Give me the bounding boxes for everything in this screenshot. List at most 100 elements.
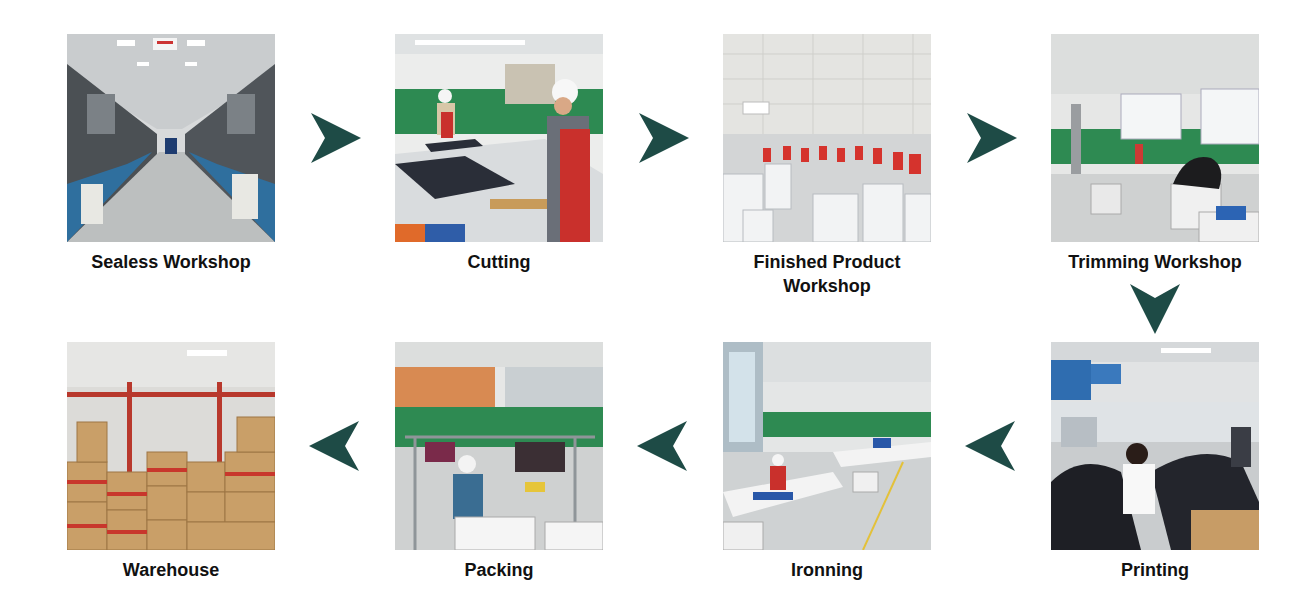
photo-detail: [107, 510, 147, 550]
photo-detail: [455, 517, 535, 550]
photo-detail: [147, 520, 187, 550]
photo-detail: [185, 64, 275, 242]
photo-detail: [1051, 342, 1259, 362]
photo-detail: [441, 112, 453, 138]
photo-detail: [67, 342, 275, 387]
process-step: Cutting: [395, 34, 603, 274]
photo-detail: [723, 34, 931, 242]
photo-detail: [505, 367, 603, 407]
photo-detail: [1121, 94, 1181, 139]
photo-detail: [770, 466, 786, 490]
photo-detail: [1201, 89, 1259, 144]
sewing-photo: [723, 34, 931, 242]
photo-detail: [189, 152, 275, 242]
photo-detail: [743, 102, 769, 114]
step-label: Packing: [395, 558, 603, 582]
packing-photo: [395, 342, 603, 550]
photo-detail: [1051, 342, 1259, 550]
photo-detail: [783, 146, 791, 160]
photo-detail: [81, 184, 103, 224]
photo-detail: [1135, 144, 1143, 164]
photo-detail: [405, 436, 595, 439]
photo-detail: [1123, 464, 1155, 514]
photo-detail: [723, 134, 931, 242]
photo-detail: [153, 38, 177, 50]
photo-detail: [819, 146, 827, 160]
photo-detail: [1191, 510, 1259, 550]
photo-detail: [395, 342, 603, 550]
step-label: Sealess Workshop: [67, 250, 275, 274]
photo-detail: [425, 139, 483, 152]
process-step: Trimming Workshop: [1051, 34, 1259, 274]
photo-detail: [1091, 364, 1121, 384]
process-step: Printing: [1051, 342, 1259, 582]
photo-detail: [67, 524, 107, 528]
step-label: Ironning: [723, 558, 931, 582]
photo-detail: [127, 382, 132, 472]
photo-detail: [837, 148, 845, 162]
cutting-photo: [395, 34, 603, 242]
flow-arrow: [965, 421, 1015, 471]
ironing-photo: [723, 342, 931, 550]
photo-detail: [873, 438, 891, 448]
photo-detail: [1051, 174, 1259, 242]
photo-detail: [1051, 360, 1091, 400]
photo-detail: [743, 210, 773, 242]
photo-detail: [225, 472, 275, 476]
photo-detail: [723, 342, 763, 452]
photo-detail: [217, 382, 222, 472]
warehouse-photo: [67, 342, 275, 550]
photo-detail: [67, 64, 157, 242]
photo-detail: [77, 422, 107, 462]
photo-detail: [187, 350, 227, 356]
photo-detail: [893, 152, 903, 170]
photo-detail: [554, 97, 572, 115]
photo-frame: [395, 34, 603, 242]
photo-detail: [458, 455, 476, 473]
photo-frame: [723, 34, 931, 242]
photo-detail: [913, 34, 914, 134]
photo-detail: [763, 412, 931, 437]
photo-frame: [1051, 342, 1259, 550]
photo-detail: [905, 194, 931, 242]
photo-detail: [855, 146, 863, 160]
photo-detail: [237, 417, 275, 452]
photo-detail: [187, 492, 225, 522]
photo-detail: [438, 89, 452, 103]
photo-detail: [863, 462, 903, 550]
photo-frame: [67, 342, 275, 550]
photo-detail: [1061, 417, 1097, 447]
photo-detail: [395, 34, 603, 242]
photo-detail: [723, 342, 931, 550]
step-label: Trimming Workshop: [1051, 250, 1259, 274]
flow-arrow: [311, 113, 361, 163]
photo-detail: [107, 472, 147, 510]
photo-detail: [67, 468, 275, 534]
photo-detail: [107, 530, 147, 534]
photo-detail: [1051, 442, 1259, 550]
photo-detail: [545, 522, 603, 550]
photo-frame: [723, 342, 931, 550]
photo-detail: [147, 468, 187, 472]
photo-detail: [232, 174, 258, 219]
photo-detail: [765, 164, 791, 209]
photo-frame: [395, 342, 603, 550]
photo-detail: [560, 129, 590, 242]
process-step: Packing: [395, 342, 603, 582]
photo-detail: [763, 34, 764, 134]
photo-detail: [863, 34, 864, 134]
photo-detail: [1151, 454, 1259, 550]
photo-detail: [753, 492, 793, 500]
photo-detail: [185, 62, 197, 66]
photo-detail: [763, 148, 771, 162]
photo-detail: [853, 472, 878, 492]
photo-detail: [187, 40, 205, 46]
process-step: Ironning: [723, 342, 931, 582]
photo-detail: [723, 164, 931, 242]
photo-detail: [723, 522, 763, 550]
flow-arrow: [639, 113, 689, 163]
photo-frame: [67, 34, 275, 242]
photo-detail: [772, 454, 784, 466]
